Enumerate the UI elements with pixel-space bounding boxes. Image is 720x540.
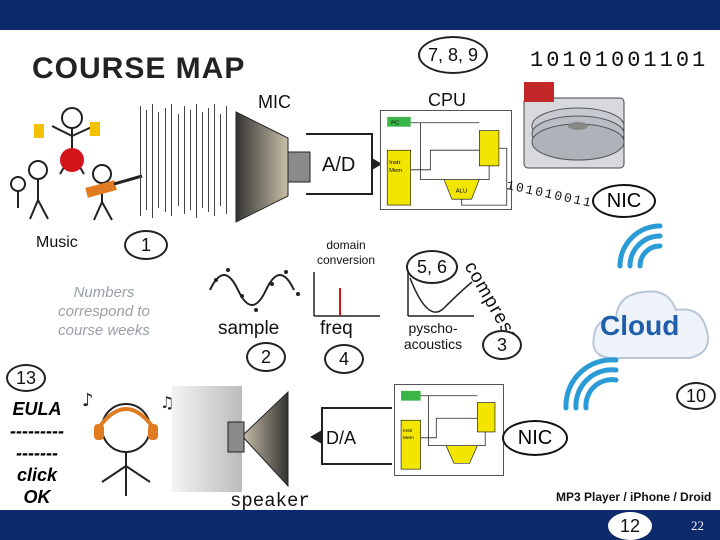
svg-text:Instr: Instr	[389, 160, 400, 166]
nic-top-label: NIC	[606, 189, 642, 212]
eula-line1: EULA	[12, 399, 62, 419]
week-4-label: 4	[338, 348, 349, 369]
week-bubble-13: 13	[6, 364, 46, 392]
mic-label: MIC	[258, 92, 291, 112]
nic-bubble-top: NIC	[592, 184, 656, 218]
cpu-board: PC Instr Mem ALU	[380, 110, 512, 210]
wifi-icon-top	[617, 223, 663, 269]
week-bubble-789: 7, 8, 9	[418, 36, 488, 74]
wifi-icon-bottom	[563, 357, 619, 411]
music-label: Music	[36, 234, 78, 251]
sound-wave-texture	[140, 104, 227, 218]
footer-bar	[0, 510, 720, 540]
binary-top: 10101001101	[530, 48, 709, 73]
sample-wave-plot	[209, 268, 300, 312]
speaker-label: speaker	[230, 490, 310, 512]
week-bubble-1: 1	[124, 230, 168, 260]
psychoacoustic-plot	[407, 272, 474, 317]
eula-line4: click	[16, 465, 58, 485]
week-1-label: 1	[140, 234, 151, 255]
da-arrow	[310, 407, 392, 465]
week-56-label: 5, 6	[416, 256, 448, 277]
eula-line5: OK	[23, 487, 51, 507]
cpu-label: CPU	[428, 90, 467, 110]
listener-illustration: ♪ ♫	[82, 390, 174, 496]
week-bubble-3: 3	[482, 330, 522, 360]
eula-text[interactable]: EULA --------- ------- click OK	[6, 398, 68, 508]
eula-box	[0, 395, 74, 510]
eula-line3: -------	[16, 443, 58, 463]
week-bubble-2: 2	[246, 342, 286, 372]
nic-bubble-bottom: NIC	[502, 420, 568, 456]
freq-label: freq	[320, 318, 353, 339]
band-illustration	[10, 107, 143, 221]
mp3-label: MP3 Player / iPhone / Droid	[556, 490, 712, 504]
domain-conversion-label: domain conversion	[316, 238, 376, 267]
week-13-label: 13	[15, 367, 37, 388]
music-note-icon: ♪	[82, 390, 94, 411]
svg-text:Mem: Mem	[403, 435, 414, 441]
svg-text:Mem: Mem	[389, 168, 402, 174]
week-2-label: 2	[260, 346, 271, 367]
da-label: D/A	[326, 428, 357, 448]
week-bubble-10: 10	[676, 382, 716, 410]
cloud-icon	[592, 290, 709, 359]
week-3-label: 3	[496, 334, 507, 355]
hard-drive-icon	[523, 82, 625, 169]
board-pc-label: PC	[391, 121, 400, 127]
pyschoacoustics-label: pyscho-acoustics	[403, 320, 463, 352]
svg-text:ALU: ALU	[456, 188, 467, 194]
sample-label: sample	[218, 318, 280, 339]
music-note-icon-2: ♫	[160, 393, 174, 412]
ad-label: A/D	[322, 154, 356, 176]
freq-plot	[313, 272, 380, 317]
week-10-label: 10	[685, 385, 707, 406]
eula-line2: ---------	[10, 421, 64, 441]
numbers-note: Numbers correspond to course weeks	[58, 284, 150, 339]
header-bar	[0, 0, 720, 30]
week-789-label: 7, 8, 9	[427, 44, 479, 65]
page-number: 22	[691, 518, 704, 533]
page-title: Course Map	[32, 52, 246, 85]
week-bubble-4: 4	[324, 344, 364, 374]
drum-icon	[60, 148, 84, 172]
nic-bottom-label: NIC	[517, 426, 553, 449]
week-bubble-12: 12	[608, 512, 652, 540]
cloud-label: Cloud	[600, 310, 680, 341]
week-12-label: 12	[619, 515, 641, 536]
speaker-icon	[172, 386, 289, 492]
week-bubble-56: 5, 6	[406, 250, 458, 284]
svg-text:Instr: Instr	[403, 428, 413, 434]
cpu-board-bottom: Instr Mem	[394, 384, 504, 476]
microphone-speaker-icon	[235, 111, 311, 223]
ad-arrow	[306, 133, 382, 195]
